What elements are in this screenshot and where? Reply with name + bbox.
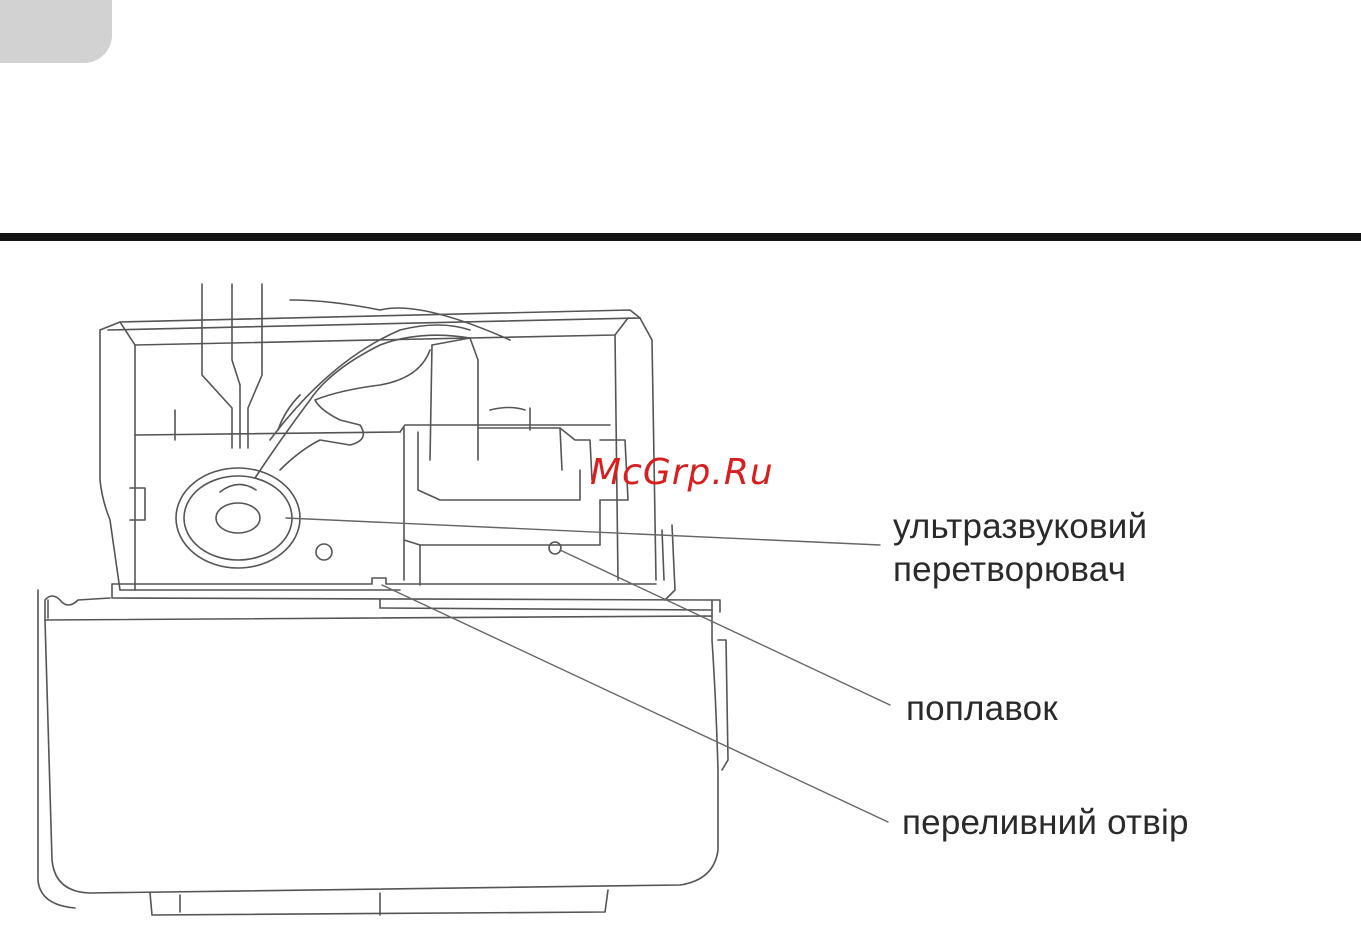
label-ultrasonic-transducer: ультразвуковий перетворювач bbox=[893, 505, 1147, 591]
watermark-text: McGrp.Ru bbox=[590, 452, 774, 493]
water-tank bbox=[38, 590, 728, 915]
label-transducer-line1: ультразвуковий bbox=[893, 505, 1147, 548]
leader-lines bbox=[286, 518, 890, 822]
fill-nozzle bbox=[202, 284, 262, 448]
hand-illustration bbox=[255, 300, 510, 478]
label-transducer-line2: перетворювач bbox=[893, 548, 1147, 591]
ultrasonic-transducer bbox=[176, 468, 561, 568]
label-float: поплавок bbox=[906, 687, 1058, 730]
label-overflow-hole: переливний отвір bbox=[902, 801, 1189, 844]
